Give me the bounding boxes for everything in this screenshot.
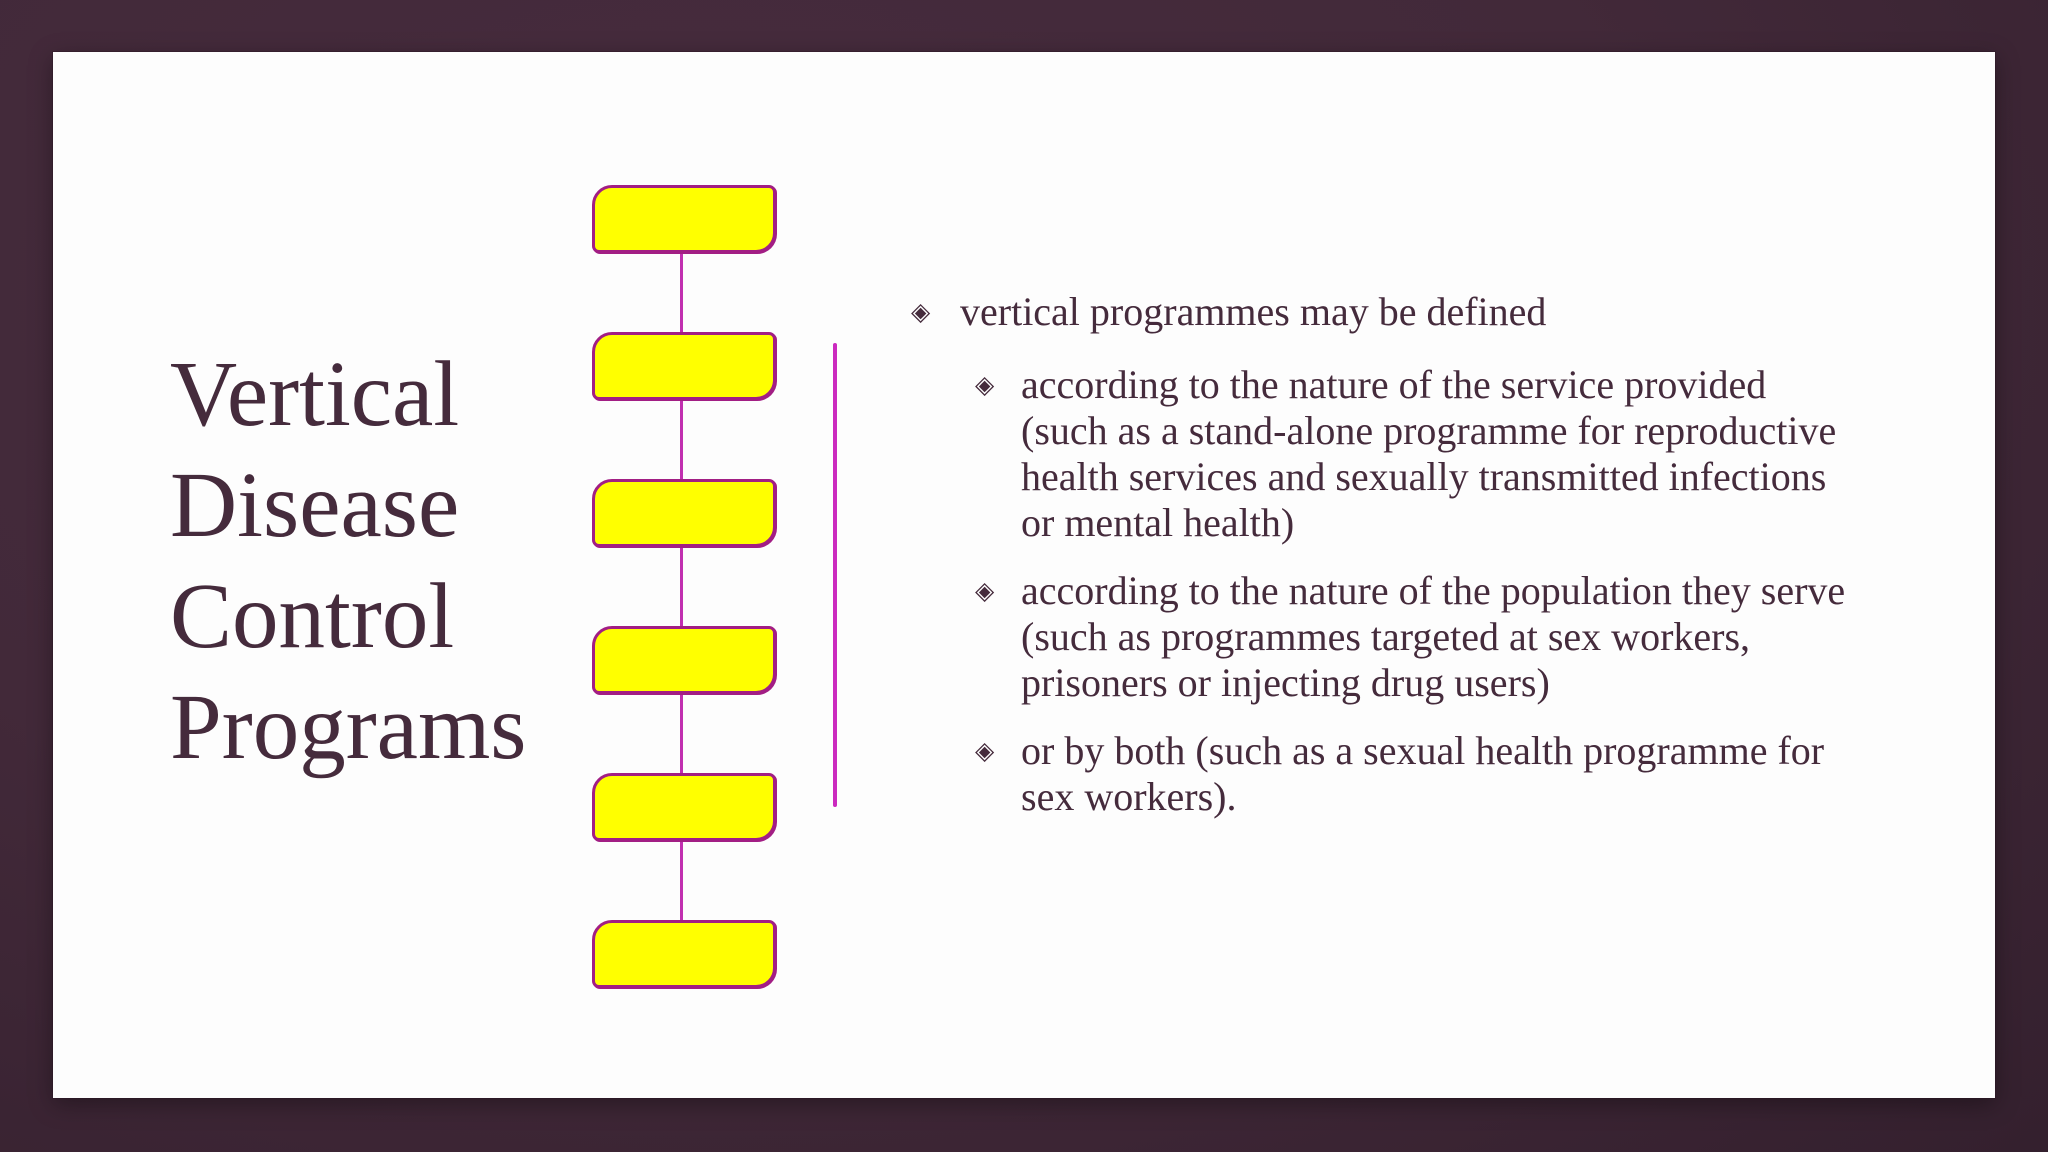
connector-line — [680, 219, 683, 954]
bullet-text-main: vertical programmes may be defined — [960, 289, 1547, 334]
block-list-diagram — [53, 52, 1995, 1098]
diamond-bullet-icon: ◈ — [975, 736, 995, 765]
diagram-box — [592, 479, 776, 547]
bullet-item-sub: ◈ according to the nature of the populat… — [975, 568, 1941, 706]
diamond-bullet-icon: ◈ — [975, 576, 995, 605]
slide-canvas: Vertical Disease Control Programs ◈ vert… — [53, 52, 1995, 1098]
bullet-item-sub: ◈ or by both (such as a sexual health pr… — [975, 728, 1941, 820]
diagram-box — [592, 332, 776, 400]
diamond-bullet-icon: ◈ — [975, 370, 995, 399]
diagram-box — [592, 626, 776, 694]
slide-title: Vertical Disease Control Programs — [170, 343, 527, 779]
diagram-box — [592, 773, 776, 841]
node-stack — [592, 185, 776, 988]
bullet-item-sub: ◈ according to the nature of the service… — [975, 362, 1941, 546]
bullet-list: ◈ vertical programmes may be defined ◈ a… — [911, 289, 1941, 820]
diamond-bullet-icon: ◈ — [911, 297, 931, 326]
bullet-text-sub: according to the nature of the populatio… — [1021, 568, 1846, 705]
diagram-box — [592, 920, 776, 988]
diagram-box — [592, 185, 776, 253]
separator-line — [833, 343, 837, 807]
bullet-text-sub: according to the nature of the service p… — [1021, 362, 1837, 545]
bullet-item-main: ◈ vertical programmes may be defined — [911, 289, 1941, 335]
bullet-text-sub: or by both (such as a sexual health prog… — [1021, 728, 1825, 819]
sub-bullet-list: ◈ according to the nature of the service… — [975, 362, 1941, 820]
